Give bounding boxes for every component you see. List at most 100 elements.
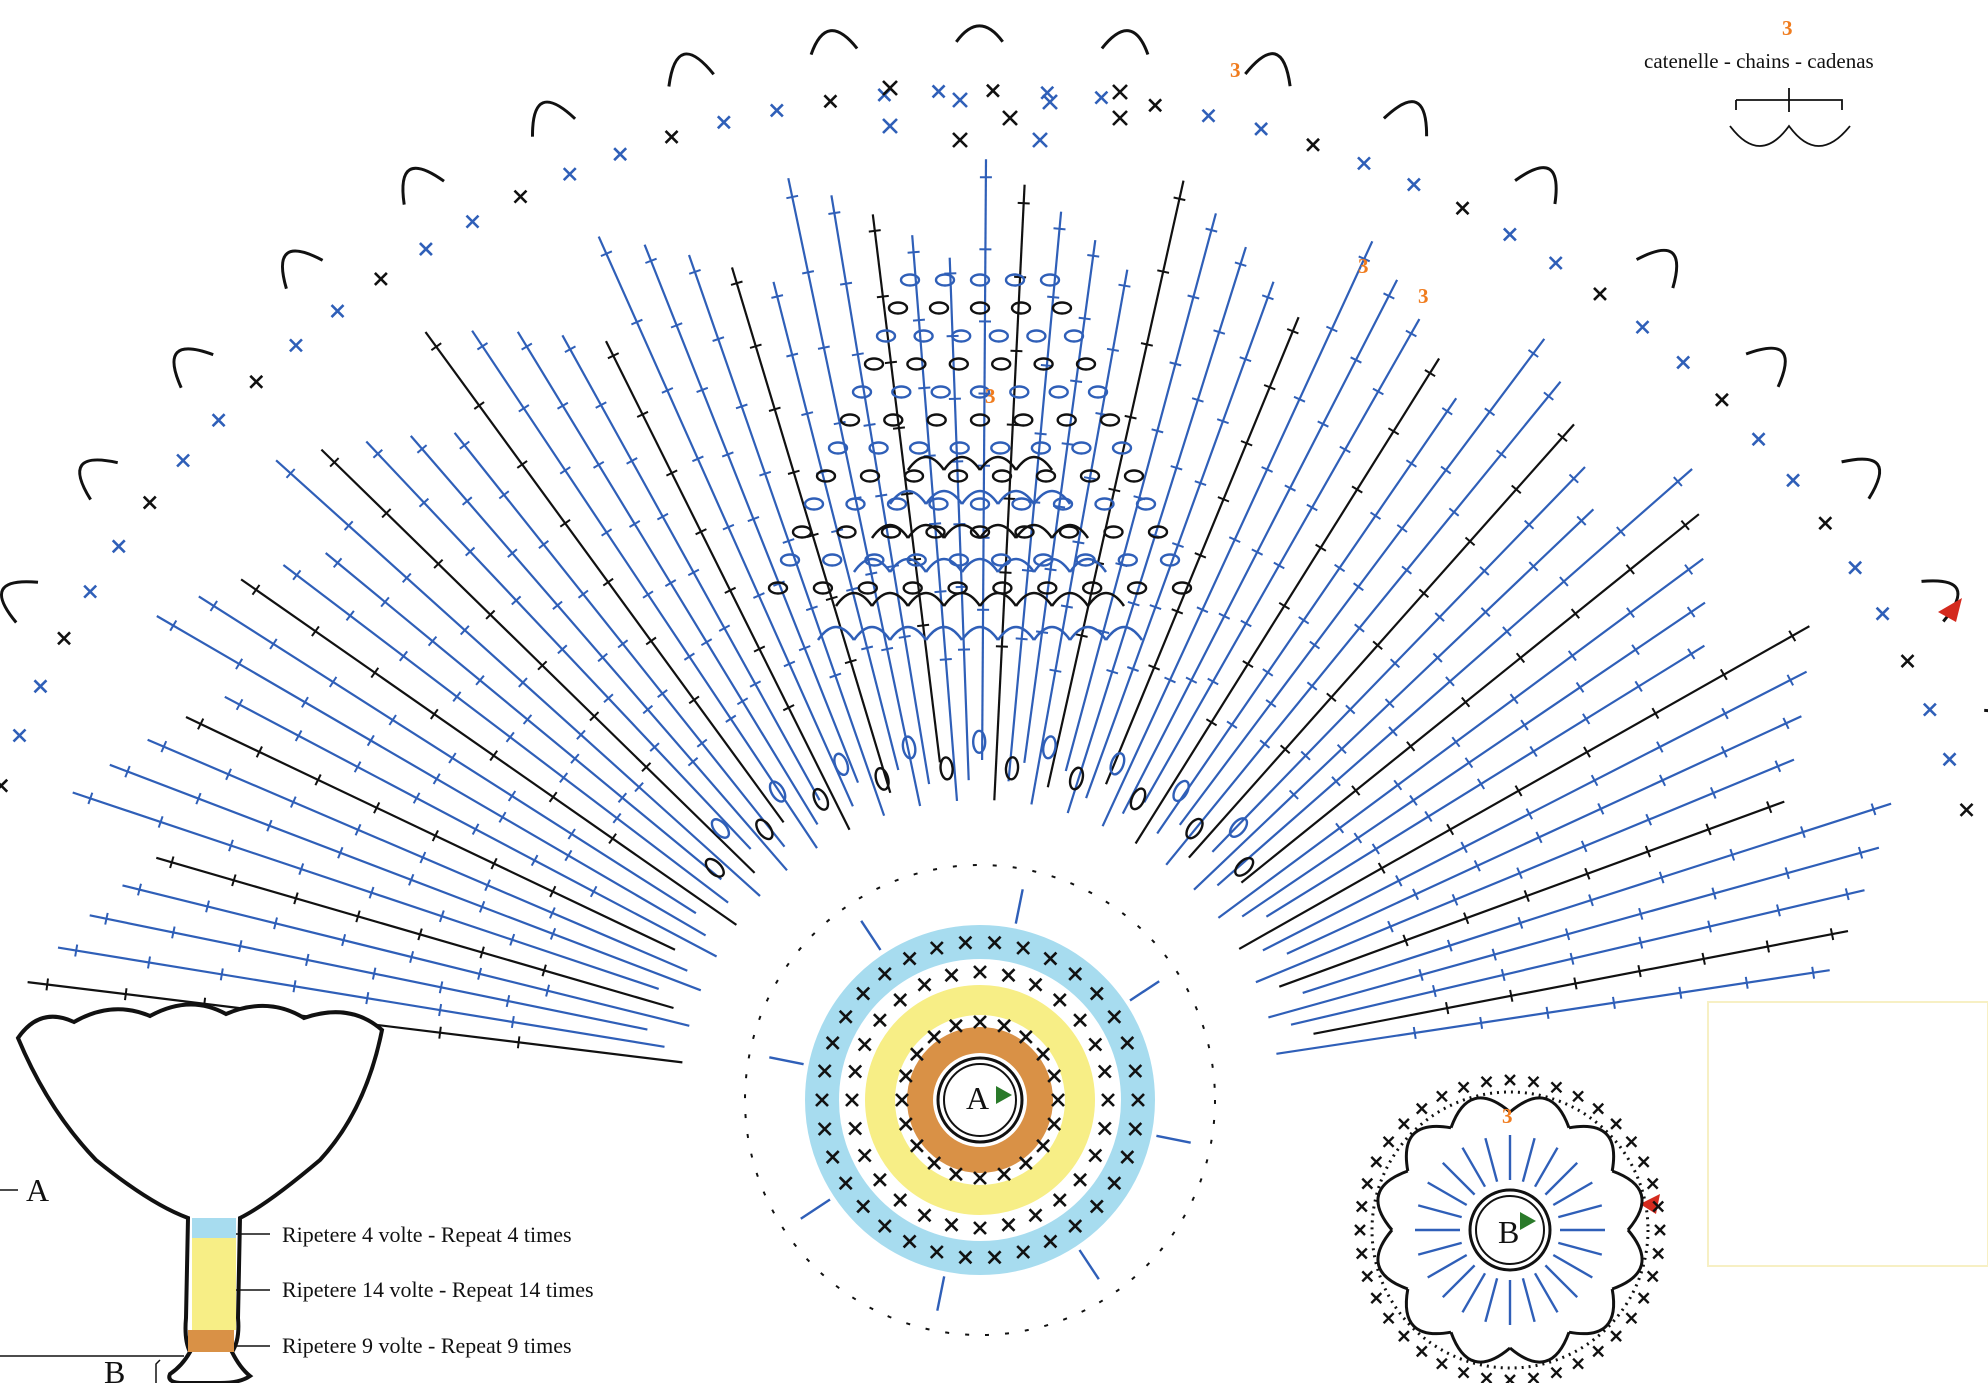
stitch-tick <box>935 591 947 592</box>
stitch-tick <box>1703 953 1705 965</box>
cross-stitch <box>824 95 836 107</box>
cross-stitch <box>911 1048 923 1060</box>
stitch-tick <box>371 668 378 678</box>
stitch-rib <box>1485 1278 1497 1322</box>
stitch-tick <box>869 230 881 232</box>
chain-loop <box>781 555 799 566</box>
cross-stitch <box>1924 704 1936 716</box>
cross-stitch <box>614 148 626 160</box>
cross-stitch <box>998 1168 1010 1180</box>
stitch-tick <box>996 646 1008 647</box>
scallop-arc <box>80 460 118 500</box>
chain-loop <box>993 583 1011 594</box>
stitch-tick <box>125 988 127 1000</box>
cross-stitch <box>1417 1346 1427 1356</box>
scallop-arc <box>1612 1230 1642 1289</box>
cross-stitch <box>1357 1202 1367 1212</box>
stitch-tick <box>1521 720 1528 730</box>
stitch-tick <box>1569 651 1576 661</box>
stitch-tick <box>148 957 150 969</box>
chain-legend-symbol <box>1730 88 1850 146</box>
chain-loop <box>1037 471 1055 482</box>
stitch-tick <box>899 636 911 638</box>
cross-stitch <box>1003 969 1015 981</box>
stitch-tick <box>852 353 864 355</box>
cross-stitch <box>1052 1094 1064 1106</box>
stitch-tick <box>477 343 487 350</box>
cross-stitch <box>1041 87 1053 99</box>
cross-stitch <box>1611 1331 1621 1341</box>
cross-stitch <box>1573 1359 1583 1369</box>
stitch-tick <box>439 1027 441 1039</box>
cross-stitch <box>946 1219 958 1231</box>
cross-stitch <box>1037 1048 1049 1060</box>
cross-stitch <box>1504 228 1516 240</box>
stitch-tick <box>1639 937 1642 949</box>
chain-loop <box>1035 359 1053 370</box>
stitch-tick <box>1035 433 1047 434</box>
chain-loop <box>932 387 950 398</box>
chain-loop <box>1012 303 1030 314</box>
stitch-tick <box>1050 670 1062 672</box>
stitch-tick <box>1812 967 1814 979</box>
stitch-tick <box>1831 928 1833 940</box>
chain-loop <box>910 443 928 454</box>
cross-stitch <box>1505 1375 1515 1383</box>
scallop-arc <box>1510 1332 1569 1362</box>
stitch-tick <box>172 927 175 939</box>
cross-stitch <box>1637 321 1649 333</box>
cross-stitch <box>34 680 46 692</box>
chain-loop <box>1128 786 1148 811</box>
stitch-tick <box>684 653 694 660</box>
stitch-tick <box>366 992 368 1004</box>
stitch-rib <box>1523 1278 1535 1322</box>
cross-stitch <box>177 455 189 467</box>
cross-stitch <box>1371 1293 1381 1303</box>
cross-stitch <box>883 119 897 133</box>
cross-stitch <box>1648 1179 1658 1189</box>
cross-stitch <box>113 540 125 552</box>
count-mark: 3 <box>1358 254 1369 279</box>
stitch-tick <box>239 940 242 952</box>
scallop-arc <box>1378 1230 1408 1289</box>
stitch-tick <box>1433 985 1436 997</box>
cross-stitch <box>1408 179 1420 191</box>
stitch-tick <box>1446 1002 1448 1014</box>
stitch-tick <box>560 520 570 527</box>
stitch-rib <box>1558 1205 1602 1217</box>
scallop-arc <box>282 251 322 289</box>
cross-stitch <box>1074 1014 1086 1026</box>
count-mark: 3 <box>985 384 996 409</box>
chain-loop <box>767 779 789 804</box>
cross-stitch <box>250 376 262 388</box>
stitch-rib <box>1418 1243 1462 1255</box>
cross-stitch <box>1362 1179 1372 1189</box>
pineapple-arch <box>1016 457 1052 470</box>
cross-stitch <box>953 93 967 107</box>
cross-stitch <box>1482 1373 1492 1383</box>
stitch-spoke <box>1080 1250 1099 1279</box>
stitch-tick <box>1018 203 1030 204</box>
stitch-tick <box>1371 512 1381 519</box>
stitch-tick <box>1227 721 1237 728</box>
stitch-tick <box>1547 1007 1549 1019</box>
stitch-tick <box>1394 780 1401 790</box>
stitch-rib <box>1535 1148 1558 1187</box>
cross-stitch <box>933 85 945 97</box>
chain-loop <box>838 527 856 538</box>
cross-stitch <box>1003 1219 1015 1231</box>
stitch-tick <box>1045 569 1057 571</box>
chain-loop <box>991 443 1009 454</box>
end-marker-fan <box>1938 598 1962 622</box>
chain-loop <box>861 471 879 482</box>
chain-loops <box>703 275 1257 880</box>
stitch-tick <box>1441 467 1451 474</box>
stitch-tick <box>1452 737 1459 747</box>
stitch-tick <box>1627 608 1634 618</box>
chain-loop <box>1065 331 1083 342</box>
cross-stitch <box>849 1066 861 1078</box>
cross-stitch <box>919 1209 931 1221</box>
repeat-note-14: Ripetere 14 volte - Repeat 14 times <box>282 1277 594 1303</box>
cross-stitch <box>564 168 576 180</box>
cross-stitch <box>859 1039 871 1051</box>
